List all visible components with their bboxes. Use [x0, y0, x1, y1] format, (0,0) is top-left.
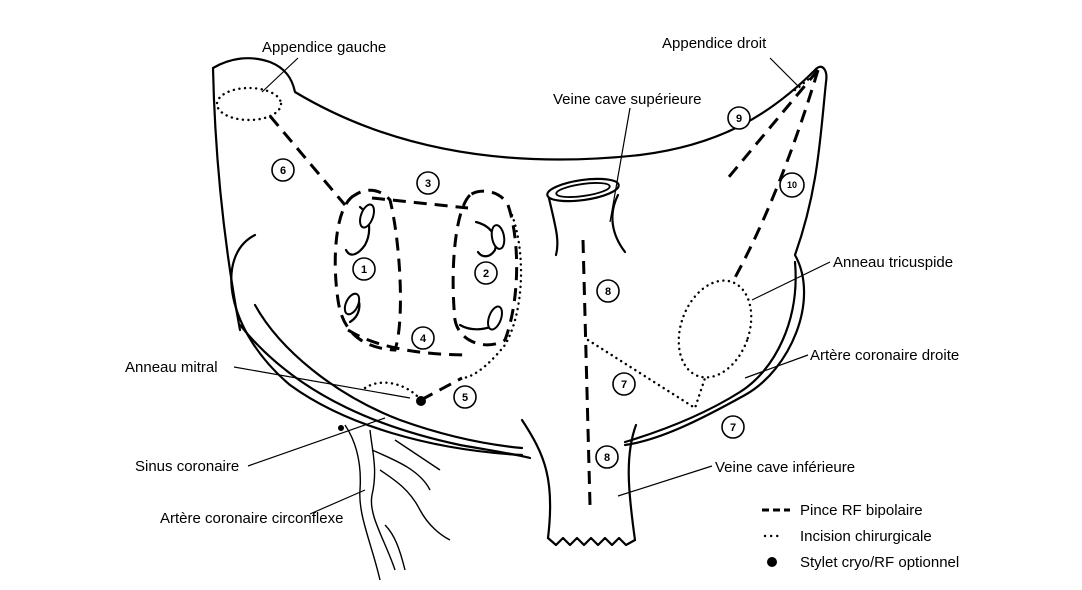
svg-text:10: 10	[787, 180, 797, 190]
label-artere-coronaire-droite: Artère coronaire droite	[810, 347, 959, 364]
anatomical-labels: Appendice gauche Appendice droit Veine c…	[125, 35, 959, 527]
circumflex-artery	[338, 425, 450, 580]
marker-8a: 8	[597, 280, 619, 302]
svg-text:6: 6	[280, 165, 286, 177]
marker-6: 6	[272, 159, 294, 181]
marker-10: 10	[780, 173, 804, 197]
label-anneau-tricuspide: Anneau tricuspide	[833, 254, 953, 271]
lesion-markers: 1 2 3 4 5 6 7 7 8 8 9 10	[272, 107, 804, 468]
svg-text:3: 3	[425, 178, 431, 190]
svg-text:8: 8	[604, 452, 610, 464]
label-sinus-coronaire: Sinus coronaire	[135, 458, 239, 475]
marker-1: 1	[353, 258, 375, 280]
legend-item-rf-clamp: Pince RF bipolaire	[762, 502, 923, 519]
right-atrium-wall	[625, 262, 796, 442]
legend: Pince RF bipolaire Incision chirurgicale…	[762, 502, 959, 571]
svg-text:2: 2	[483, 268, 489, 280]
marker-2: 2	[475, 262, 497, 284]
marker-5: 5	[454, 386, 476, 408]
svg-text:Incision chirurgicale: Incision chirurgicale	[800, 528, 932, 545]
svg-text:7: 7	[730, 422, 736, 434]
svg-text:9: 9	[736, 113, 742, 125]
left-appendage-isolation	[217, 88, 281, 120]
label-veine-cave-superieure: Veine cave supérieure	[553, 91, 701, 108]
legend-item-incision: Incision chirurgicale	[765, 528, 932, 545]
inferior-vena-cava	[522, 420, 636, 545]
marker-8b: 8	[596, 446, 618, 468]
svg-text:5: 5	[462, 392, 468, 404]
svg-text:1: 1	[361, 264, 367, 276]
tricuspid-annulus	[666, 270, 764, 387]
svg-text:7: 7	[621, 379, 627, 391]
stylet-dot	[416, 396, 426, 406]
marker-3: 3	[417, 172, 439, 194]
marker-7b: 7	[722, 416, 744, 438]
label-appendice-gauche: Appendice gauche	[262, 39, 386, 56]
marker-7a: 7	[613, 373, 635, 395]
svg-text:4: 4	[420, 333, 427, 345]
svg-text:8: 8	[605, 286, 611, 298]
legend-item-stylet: Stylet cryo/RF optionnel	[767, 554, 959, 571]
label-artere-coronaire-circonflexe: Artère coronaire circonflexe	[160, 510, 343, 527]
marker-9: 9	[728, 107, 750, 129]
svg-text:Stylet cryo/RF optionnel: Stylet cryo/RF optionnel	[800, 554, 959, 571]
filled-dot-icon	[767, 557, 777, 567]
superior-vena-cava	[546, 175, 625, 255]
svg-text:Pince RF bipolaire: Pince RF bipolaire	[800, 502, 923, 519]
marker-4: 4	[412, 327, 434, 349]
label-appendice-droit: Appendice droit	[662, 35, 767, 52]
label-veine-cave-inferieure: Veine cave inférieure	[715, 459, 855, 476]
label-anneau-mitral: Anneau mitral	[125, 359, 218, 376]
